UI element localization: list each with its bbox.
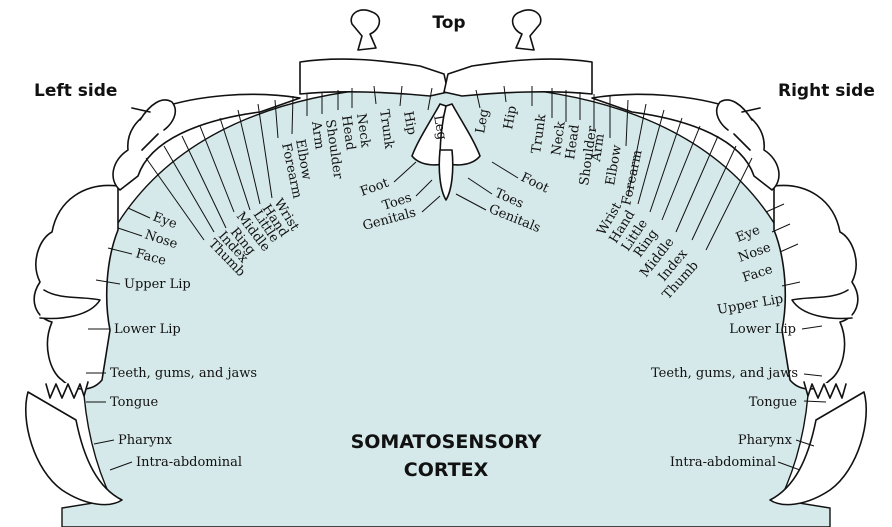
left-label-upper-lip: Upper Lip bbox=[124, 277, 191, 292]
left-label-tongue: Tongue bbox=[110, 395, 159, 410]
right-side-heading: Right side bbox=[778, 81, 875, 101]
left-label-pharynx: Pharynx bbox=[118, 433, 173, 448]
cortex-title-line1: SOMATOSENSORY bbox=[351, 431, 542, 453]
right-label-tongue: Tongue bbox=[749, 395, 798, 410]
cortex-title-line2: CORTEX bbox=[404, 459, 489, 481]
left-label-lower-lip: Lower Lip bbox=[114, 322, 181, 337]
left-label-teeth-gums-jaws: Teeth, gums, and jaws bbox=[110, 366, 257, 381]
left-label-intra-abdominal: Intra-abdominal bbox=[136, 455, 242, 470]
right-teeth-icon bbox=[804, 382, 846, 398]
right-label-lower-lip: Lower Lip bbox=[729, 322, 796, 337]
right-small-head-icon bbox=[513, 10, 541, 50]
right-label-pharynx: Pharynx bbox=[738, 433, 793, 448]
left-small-head-icon bbox=[351, 10, 379, 50]
right-label-teeth-gums-jaws: Teeth, gums, and jaws bbox=[651, 366, 798, 381]
top-heading: Top bbox=[432, 13, 465, 33]
right-label-intra-abdominal: Intra-abdominal bbox=[670, 455, 776, 470]
left-side-heading: Left side bbox=[34, 81, 117, 101]
left-teeth-icon bbox=[46, 382, 88, 398]
right-torso-icon bbox=[444, 59, 592, 96]
right-head-profile-icon bbox=[774, 185, 858, 389]
left-head-profile-icon bbox=[34, 185, 118, 389]
